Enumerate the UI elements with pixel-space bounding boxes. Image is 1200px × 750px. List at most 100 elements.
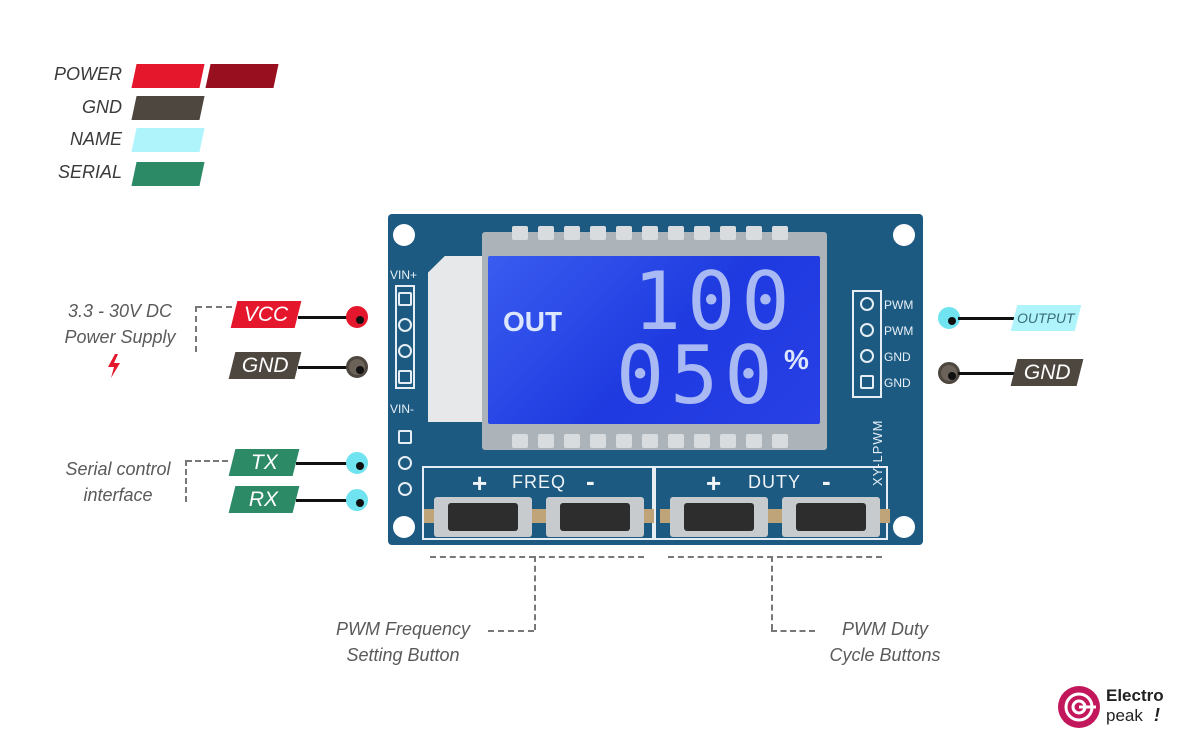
serial-line2: interface	[83, 485, 153, 505]
right-pin-label-1: PWM	[884, 298, 914, 312]
duty-note-line2: Cycle Buttons	[829, 645, 941, 665]
vin-plus-label: VIN+	[390, 268, 418, 282]
left-pad-1	[398, 292, 412, 306]
right-pad-3	[860, 349, 874, 363]
lcd-duty-value: 050	[616, 329, 779, 422]
right-pad-1	[860, 297, 874, 311]
freq-note-line2: Setting Button	[346, 645, 460, 665]
freq-plus-sign: +	[472, 468, 488, 498]
legend-power-swatch-dark	[205, 64, 279, 88]
gnd-right-wire	[958, 372, 1014, 375]
duty-button-note: PWM Duty Cycle Buttons	[812, 616, 958, 668]
legend-name-swatch	[131, 128, 205, 152]
lcd-frequency-value: 100	[633, 255, 796, 348]
duty-note-line1: PWM Duty	[841, 619, 928, 639]
duty-bracket-stem	[771, 556, 773, 630]
duty-plus-button[interactable]	[660, 497, 778, 537]
gnd-left-tag: GND	[228, 352, 302, 379]
legend-serial-label: SERIAL	[57, 162, 122, 182]
freq-button-note: PWM Frequency Setting Button	[320, 616, 486, 668]
freq-bracket-arm	[488, 630, 534, 632]
mount-hole-top-left	[393, 224, 415, 246]
output-pin	[938, 307, 960, 329]
gnd-left-tag-label: GND	[241, 353, 289, 377]
lcd-side-block	[428, 256, 484, 422]
freq-minus-button[interactable]	[536, 497, 654, 537]
power-supply-line2: Power Supply	[64, 327, 176, 347]
tx-tag-label: TX	[250, 450, 278, 474]
legend-power-label: POWER	[53, 64, 122, 84]
serial-line1: Serial control	[65, 459, 171, 479]
serial-bracket-side	[185, 460, 187, 502]
duty-label: DUTY	[748, 472, 801, 492]
tx-wire	[296, 462, 350, 465]
rx-wire	[296, 499, 350, 502]
freq-button-group	[422, 466, 654, 540]
lcd-top-contacts	[512, 226, 788, 240]
logo-text-line2: peak	[1106, 706, 1143, 725]
power-bracket-side	[195, 306, 197, 352]
vcc-tag: VCC	[230, 301, 302, 328]
mount-hole-top-right	[893, 224, 915, 246]
legend-gnd-swatch	[131, 96, 205, 120]
serial-pad-1	[398, 430, 412, 444]
left-header	[395, 285, 415, 389]
right-pad-4	[860, 375, 874, 389]
electropeak-logo: Electro peak !	[1056, 684, 1186, 734]
output-wire	[958, 317, 1014, 320]
left-pad-2	[398, 318, 412, 332]
serial-bracket-top	[186, 460, 228, 462]
serial-pad-3	[398, 482, 412, 496]
logo-bang: !	[1154, 705, 1160, 725]
freq-plus-button[interactable]	[424, 497, 542, 537]
duty-plus-sign: +	[706, 468, 722, 498]
left-pad-3	[398, 344, 412, 358]
right-pin-label-2: PWM	[884, 324, 914, 338]
left-pad-4	[398, 370, 412, 384]
duty-minus-button[interactable]	[772, 497, 890, 537]
freq-note-line1: PWM Frequency	[335, 619, 471, 639]
right-pin-label-3: GND	[884, 350, 911, 364]
freq-bracket-stem	[534, 556, 536, 630]
duty-button-group	[654, 466, 888, 540]
tx-pin	[346, 452, 368, 474]
right-header	[852, 290, 882, 398]
duty-minus-sign: -	[822, 466, 831, 496]
lcd-bottom-contacts	[512, 434, 788, 448]
vin-minus-label: VIN-	[390, 402, 414, 416]
gnd-right-pin	[938, 362, 960, 384]
gnd-right-tag: GND	[1010, 359, 1084, 386]
lcd-out-label: OUT	[503, 306, 563, 337]
legend-serial-swatch	[131, 162, 205, 186]
rx-tag-label: RX	[249, 487, 279, 511]
serial-note: Serial control interface	[48, 456, 188, 508]
freq-minus-sign: -	[586, 466, 595, 496]
lightning-icon	[108, 354, 120, 378]
logo-text-line1: Electro	[1106, 686, 1164, 705]
output-tag-label: OUTPUT	[1017, 310, 1075, 326]
duty-bracket-top	[668, 556, 882, 558]
mount-hole-bottom-right	[893, 516, 915, 538]
vcc-wire	[298, 316, 350, 319]
mount-hole-bottom-left	[393, 516, 415, 538]
output-tag: OUTPUT	[1010, 305, 1082, 331]
power-bracket-top	[196, 306, 232, 308]
legend-power-swatch	[131, 64, 205, 88]
vcc-pin	[346, 306, 368, 328]
duty-bracket-arm	[771, 630, 815, 632]
legend-name-label: NAME	[69, 129, 122, 149]
legend-gnd-label: GND	[82, 97, 122, 117]
serial-pad-2	[398, 456, 412, 470]
logo-mark-icon	[1058, 686, 1100, 728]
gnd-left-wire	[298, 366, 350, 369]
right-pad-2	[860, 323, 874, 337]
power-supply-note: 3.3 - 30V DC Power Supply	[50, 298, 190, 350]
right-pin-label-4: GND	[884, 376, 911, 390]
rx-pin	[346, 489, 368, 511]
rx-tag: RX	[228, 486, 300, 513]
vcc-tag-label: VCC	[243, 302, 289, 326]
freq-label: FREQ	[512, 472, 567, 492]
gnd-left-pin	[346, 356, 368, 378]
lcd-percent-sign: %	[784, 344, 809, 375]
lcd-screen	[488, 256, 820, 424]
